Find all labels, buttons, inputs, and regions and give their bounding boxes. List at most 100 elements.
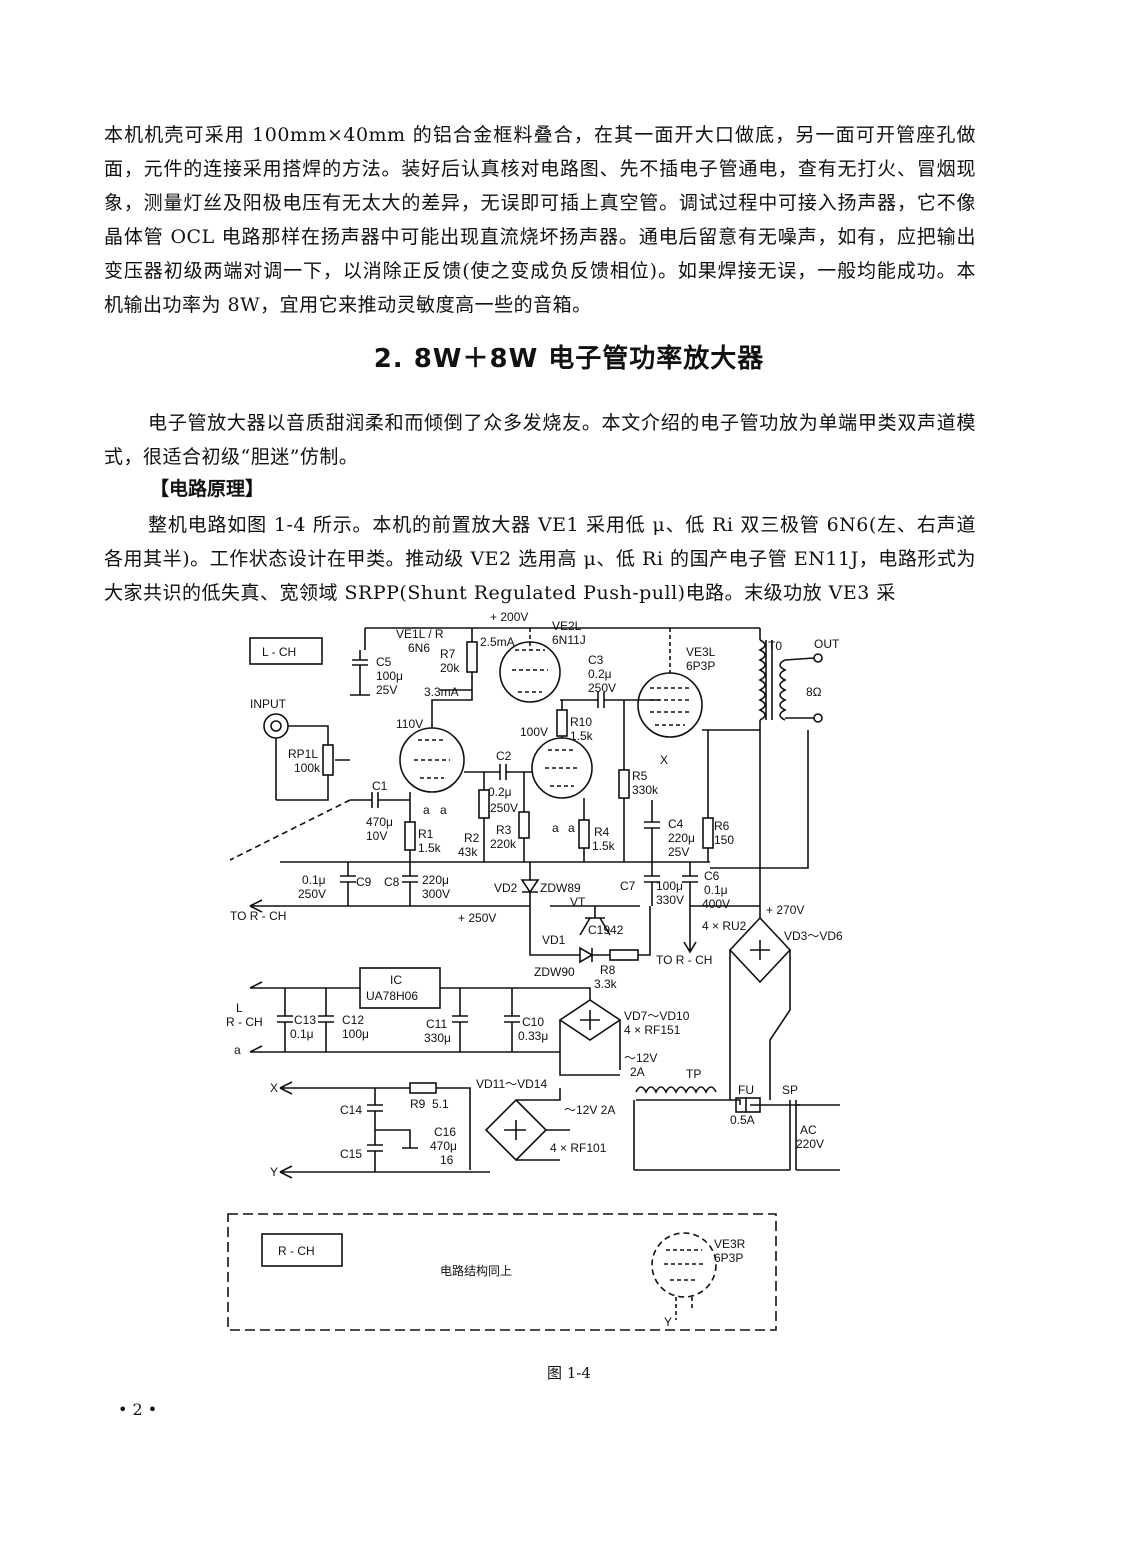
ve3-type: 6P3P [686,659,715,673]
rch-box [261,1233,343,1267]
input-jack-inner [270,720,282,732]
r9-label: R9 [410,1097,426,1111]
label-6n11j: 6N11J [552,633,586,647]
vd2-diode [520,862,550,956]
r1-resistor [404,821,416,851]
input-wires [275,725,329,800]
ve3r-label: VE3R [714,1237,746,1251]
vt-label: VT [570,895,586,909]
y-rch-label: Y [664,1315,672,1329]
r1-label: R1 [418,827,434,841]
ac-label: AC [800,1123,817,1137]
ve2-pin-a: a [552,821,559,835]
c13-value: 0.1μ [290,1027,314,1041]
vd2-label: VD2 [494,881,518,895]
out-wires [784,657,815,719]
c7-symbol [644,862,660,906]
label-200v: + 200V [490,610,528,624]
c9-value: 0.1μ [302,873,326,887]
r9-wire [436,1087,471,1170]
label-100v: 100V [520,725,548,739]
c3-symbol [560,692,660,708]
c13-label: C13 [294,1013,316,1027]
vd1-diode [550,946,610,964]
t0-primary [758,628,773,721]
r7-value: 20k [440,661,460,675]
rp1-value: 100k [294,761,321,775]
y-out-label: Y [270,1165,278,1179]
sp-label: SP [782,1083,798,1097]
c1-value: 470μ [366,815,393,829]
ve3-tube [637,672,703,738]
fu-body [735,1097,761,1113]
r4-label: R4 [594,825,610,839]
rp1-potentiometer [322,744,334,776]
r5-value: 330k [632,783,659,797]
c5-label: C5 [376,655,392,669]
r7-label: R7 [440,647,456,661]
c10-value: 0.33μ [518,1029,548,1043]
c2-value: 0.2μ [488,785,512,799]
c8-label: C8 [384,875,400,889]
label-110v: 110V [396,717,423,731]
ru2-label: 4 × RU2 [702,919,747,933]
label-ve2: VE2L [552,619,582,633]
xy-wires [279,1081,490,1179]
c7-voltage: 330V [656,893,684,907]
label-3-3ma: 3.3mA [424,685,459,699]
c14-c15-symbols [367,1088,418,1172]
x-label: X [660,753,668,767]
vd11-vd14-label: VD11～VD14 [476,1077,547,1091]
ve3r-tube [651,1232,717,1298]
paragraph-2: 电子管放大器以音质甜润柔和而倾倒了众多发烧友。本文介绍的电子管功放为单端甲类双声… [104,412,976,468]
page-number: • 2 • [118,1400,158,1419]
c3-voltage: 250V [588,681,616,695]
v12b-label: ～12V 2A [564,1103,615,1117]
r6-resistor [702,817,714,849]
r10-value: 1.5k [570,729,594,743]
r4-value: 1.5k [592,839,616,853]
a2-label: 2A [630,1065,645,1079]
ve3-electrodes [650,628,690,726]
out-terminal [813,653,823,663]
ve2-pin-a2: a [568,821,575,835]
c1-symbol [350,792,410,808]
c3-value: 0.2μ [588,667,612,681]
c4-voltage: 25V [668,845,689,859]
rail-200v [364,627,760,650]
c6-label: C6 [704,869,720,883]
ve1-plate-wire [431,690,473,728]
c13-c12-symbols [277,988,334,1052]
c2-voltage: 250V [490,801,518,815]
c11-label: C11 [426,1017,447,1031]
zdw90-label: ZDW90 [534,965,575,979]
rf101-label: 4 × RF101 [550,1141,607,1155]
r8-wire [638,906,651,956]
r5-resistor [618,769,630,799]
c7-value: 100μ [656,879,683,893]
vd7-vd10-bridge [558,999,622,1041]
r8-label: R8 [600,963,616,977]
c11-c10-symbols [452,988,520,1052]
r3-label: R3 [496,823,512,837]
rch-label: R - CH [278,1244,315,1258]
c12-label: C12 [342,1013,364,1027]
vd1-label: VD1 [542,933,566,947]
r8-resistor [609,949,639,961]
r10-resistor [556,709,568,737]
c9-symbol [340,862,356,906]
c6-symbol [682,862,698,954]
c16-value: 470μ [430,1139,457,1153]
r3-resistor [518,811,530,839]
c5-symbol [350,650,370,696]
r6-value: 150 [714,833,734,847]
ic-rails [249,981,591,1053]
t0-secondary [779,659,787,721]
vd3-vd6-bridge [728,916,792,984]
a-label: a [234,1043,241,1057]
c8-voltage: 300V [422,887,450,901]
c3-label: C3 [588,653,604,667]
ve1-electrodes [414,739,450,779]
c2-label: C2 [496,749,512,763]
c9-voltage: 250V [298,887,326,901]
